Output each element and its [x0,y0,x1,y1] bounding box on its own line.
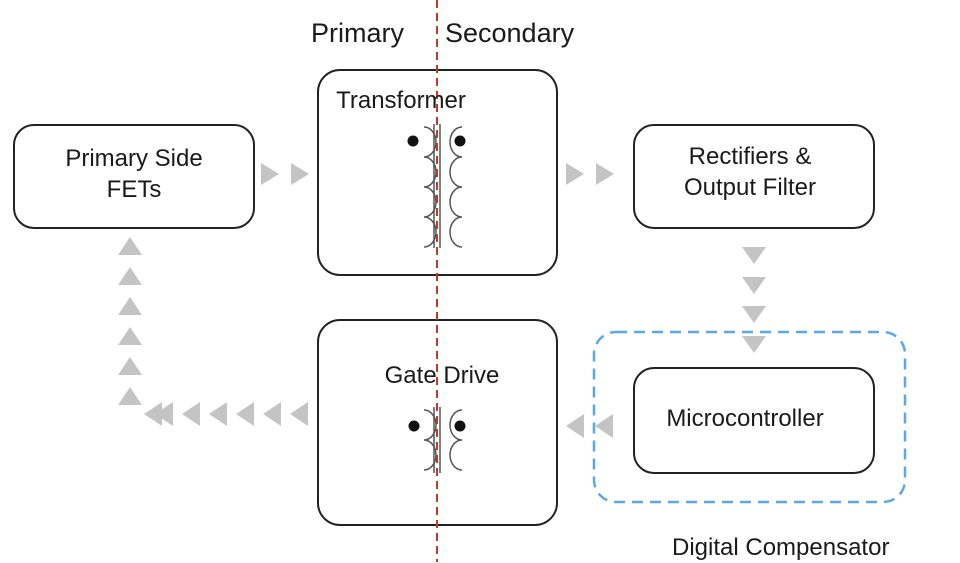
triangle-arrow-icon [118,327,142,345]
primary-side-label: Primary [311,18,404,48]
microcontroller-block [633,367,875,474]
transformer-label: Transformer [336,87,466,114]
rectifiers-label: Rectifiers & Output Filter [634,141,866,203]
flow-arrows-gate-drive-return [144,402,308,426]
triangle-arrow-icon [742,247,766,264]
triangle-arrow-icon [236,402,254,426]
flow-arrows-microcontroller-to-gate-drive [566,414,613,438]
triangle-arrow-icon [291,163,309,185]
primary-fets-label-line2: FETs [106,176,162,204]
transformer-symbol-icon [423,124,463,248]
rectifiers-label-line2: Output Filter [683,174,817,202]
triangle-arrow-icon [118,237,142,255]
triangle-arrow-icon [263,402,281,426]
gate-drive-primary-dot-icon [408,420,420,432]
triangle-arrow-icon [596,163,614,185]
triangle-arrow-icon [182,402,200,426]
flow-arrows-fets-to-transformer [261,163,309,185]
microcontroller-label: Microcontroller [666,405,824,432]
triangle-arrow-icon [118,267,142,285]
triangle-arrow-icon [118,387,142,405]
rectifiers-label-line1: Rectifiers & [688,143,812,170]
triangle-arrow-icon [742,306,766,323]
flow-arrows-rectifiers-to-microcontroller [742,247,766,353]
triangle-arrow-icon [566,163,584,185]
transformer-secondary-dot-icon [454,135,466,147]
primary-fets-label-line1: Primary Side [65,145,203,172]
digital-compensator-label: Digital Compensator [672,534,890,561]
triangle-arrow-icon [566,414,584,438]
flow-arrows-transformer-to-rectifiers [566,163,614,185]
primary-fets-block [13,124,255,229]
primary-fets-label: Primary Side FETs [14,143,254,205]
secondary-side-label: Secondary [445,18,575,48]
triangle-arrow-icon [118,357,142,375]
triangle-arrow-icon [290,402,308,426]
triangle-arrow-icon [144,402,162,426]
triangle-arrow-icon [742,336,766,353]
flow-arrows-up-to-fets [118,237,142,405]
triangle-arrow-icon [118,297,142,315]
gate-drive-label: Gate Drive [384,362,500,389]
transformer-primary-dot-icon [407,135,419,147]
triangle-arrow-icon [261,163,279,185]
triangle-arrow-icon [742,277,766,294]
digital-compensator-region [592,330,907,504]
rectifiers-block [633,124,875,229]
gate-drive-transformer-icon [423,407,463,473]
triangle-arrow-icon [155,402,173,426]
triangle-arrow-icon [595,414,613,438]
gate-drive-secondary-dot-icon [454,420,466,432]
triangle-arrow-icon [209,402,227,426]
